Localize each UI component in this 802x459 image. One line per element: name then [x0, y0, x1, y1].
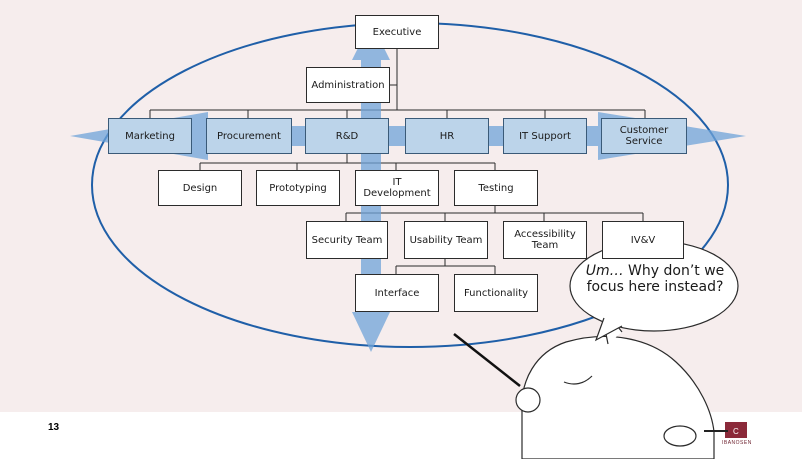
speech-bubble-text: Um… Why don’t we focus here instead? — [574, 263, 736, 295]
org-node-ivv: IV&V — [602, 221, 684, 259]
slide-panel — [0, 0, 802, 412]
org-node-functionality: Functionality — [454, 274, 538, 312]
org-node-accessibility-team: Accessibility Team — [503, 221, 587, 259]
org-node-prototyping: Prototyping — [256, 170, 340, 206]
speech-bubble-body: Why don’t we focus here instead? — [586, 263, 725, 295]
page-number: 13 — [48, 422, 60, 433]
org-node-hr: HR — [405, 118, 489, 154]
org-node-interface: Interface — [355, 274, 439, 312]
org-node-marketing: Marketing — [108, 118, 192, 154]
org-node-procurement: Procurement — [206, 118, 292, 154]
org-node-it-development: IT Development — [355, 170, 439, 206]
org-node-r-and-d: R&D — [305, 118, 389, 154]
org-node-security-team: Security Team — [306, 221, 388, 259]
org-node-customer-service: Customer Service — [601, 118, 687, 154]
org-node-it-support: IT Support — [503, 118, 587, 154]
svg-text:C: C — [733, 427, 739, 436]
cartoon-character — [515, 303, 715, 459]
pointer-stick — [453, 333, 521, 387]
org-connectors — [149, 49, 646, 274]
company-logo: C — [704, 422, 747, 438]
org-node-testing: Testing — [454, 170, 538, 206]
org-node-usability-team: Usability Team — [404, 221, 488, 259]
speech-bubble-emphasis: Um… — [585, 263, 624, 279]
org-node-design: Design — [158, 170, 242, 206]
logo-wordmark: IBANOSEN — [722, 440, 752, 446]
org-node-executive: Executive — [355, 15, 439, 49]
org-node-administration: Administration — [306, 67, 390, 103]
